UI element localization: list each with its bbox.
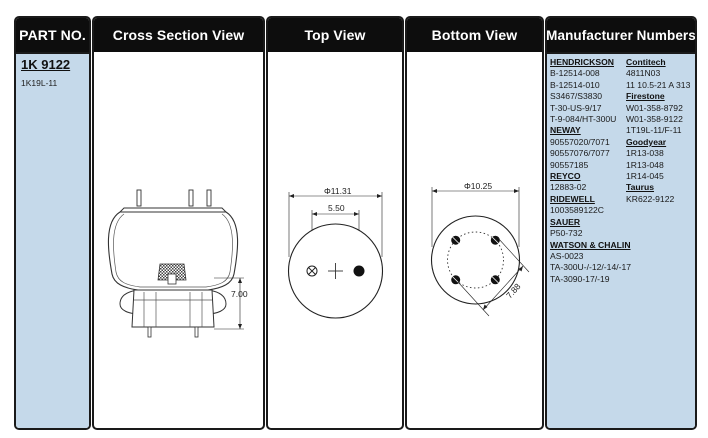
cross-section-column: Cross Section View: [92, 16, 265, 430]
part-no-header: PART NO.: [16, 18, 89, 52]
manufacturer-number: TA-300U-/-12/-14/-17: [550, 262, 632, 273]
top-spacing-label: 5.50: [328, 203, 345, 213]
manufacturer-number: 1003589122C: [550, 205, 605, 216]
manufacturer-header: Manufacturer Numbers: [547, 18, 695, 52]
manufacturer-number: TA-3090-17/-19: [550, 273, 610, 284]
product-table: PART NO. 1K 9122 1K19L-11 Cross Section …: [14, 16, 697, 430]
manufacturer-number: 1T19L-11/F-11: [626, 125, 682, 136]
manufacturer-number: 1R14-045: [626, 171, 664, 182]
part-no-body: 1K 9122 1K19L-11: [16, 52, 89, 428]
manufacturer-number: T-30-US-9/17: [550, 102, 602, 113]
part-alternate-number: 1K19L-11: [21, 78, 58, 88]
manufacturer-number: AS-0023: [550, 250, 584, 261]
manufacturer-brand: REYCO: [550, 171, 581, 182]
manufacturer-brand: Firestone: [626, 91, 665, 102]
manufacturer-number: W01-358-9122: [626, 114, 683, 125]
cross-section-body: 7.00: [94, 52, 263, 428]
bottom-diameter-label: Φ10.25: [464, 181, 492, 191]
bottom-view-column: Bottom View Φ10.25: [405, 16, 544, 430]
cross-section-header: Cross Section View: [94, 18, 263, 52]
top-view-body: Φ11.31 5.50: [268, 52, 402, 428]
manufacturer-number: 90557076/7077: [550, 148, 610, 159]
height-dimension-label: 7.00: [231, 289, 248, 299]
manufacturer-brand: Contitech: [626, 57, 666, 67]
manufacturer-brand: NEWAY: [550, 125, 581, 136]
bolt-circle: [447, 231, 504, 289]
manufacturer-number: KR622-9122: [626, 193, 675, 204]
top-diameter-label: Φ11.31: [324, 186, 352, 196]
manufacturer-number: P50-732: [550, 228, 583, 239]
manufacturer-brand: SAUER: [550, 216, 581, 227]
manufacturer-number: 90557020/7071: [550, 136, 610, 147]
manufacturer-number: 11 10.5-21 A 313: [626, 79, 691, 90]
air-fitting-icon: [306, 265, 318, 277]
manufacturer-number: 4811N03: [626, 68, 661, 79]
bottom-view-header: Bottom View: [407, 18, 542, 52]
part-number: 1K 9122: [21, 57, 71, 72]
manufacturer-brand: WATSON & CHALIN: [550, 239, 631, 250]
manufacturer-number: B-12514-010: [550, 79, 600, 90]
manufacturer-number: 1R13-048: [626, 159, 664, 170]
top-view-drawing: Φ11.31 5.50: [287, 186, 384, 319]
top-view-header: Top View: [268, 18, 402, 52]
bottom-view-body: Φ10.25: [407, 52, 542, 428]
bottom-view-drawing: Φ10.25: [430, 181, 530, 317]
manufacturer-number: 90557185: [550, 159, 589, 170]
top-stud-icon: [353, 265, 365, 277]
manufacturer-brand: Taurus: [626, 182, 655, 193]
top-view-column: Top View Φ11.31: [266, 16, 404, 430]
cross-section-drawing: 7.00: [107, 189, 248, 338]
part-no-column: PART NO. 1K 9122 1K19L-11: [14, 16, 91, 430]
manufacturer-number: 12883-02: [550, 182, 587, 193]
manufacturer-brand: Goodyear: [626, 136, 667, 147]
manufacturer-number: 1R13-038: [626, 148, 664, 159]
manufacturer-brand: RIDEWELL: [550, 193, 595, 204]
manufacturer-number: S3467/S3830: [550, 91, 603, 102]
manufacturer-number: W01-358-8792: [626, 102, 683, 113]
manufacturer-number: T-9-084/HT-300U: [550, 114, 617, 125]
manufacturer-brand: HENDRICKSON: [550, 57, 614, 67]
manufacturer-number: B-12514-008: [550, 68, 600, 79]
